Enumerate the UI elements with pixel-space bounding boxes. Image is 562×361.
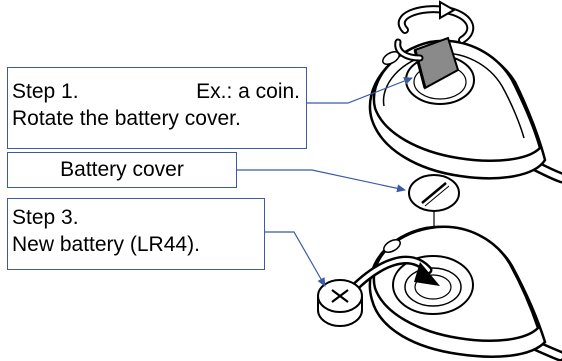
leader-step1 [307,77,413,104]
leader-battery-cover [237,169,406,193]
leader-lines [237,77,413,287]
step1-header-row: Step 1. Ex.: a coin. [12,78,302,105]
step1-instruction: Rotate the battery cover. [12,107,241,130]
rotate-arrow-fill [399,7,473,42]
top-device-rim [382,52,525,139]
bottom-device-slot [383,239,401,253]
battery-cover-callout: Battery cover [7,152,237,188]
removed-battery-cover [408,174,460,262]
rotate-arrow-lower-fill [396,40,422,60]
step1-callout: Step 1. Ex.: a coin. Rotate the battery … [7,67,307,149]
leader-step3 [265,231,326,287]
bottom-device [347,225,562,361]
battery-cover-label: Battery cover [60,158,184,181]
top-device [368,0,562,184]
step3-title: Step 3. [12,206,79,229]
rotate-arrow-head [439,0,457,20]
step1-title: Step 1. [12,80,79,103]
step3-instruction: New battery (LR44). [12,233,200,256]
step3-callout: Step 3. New battery (LR44). [7,198,265,270]
new-battery-icon [317,279,363,327]
step1-example: Ex.: a coin. [196,80,300,103]
